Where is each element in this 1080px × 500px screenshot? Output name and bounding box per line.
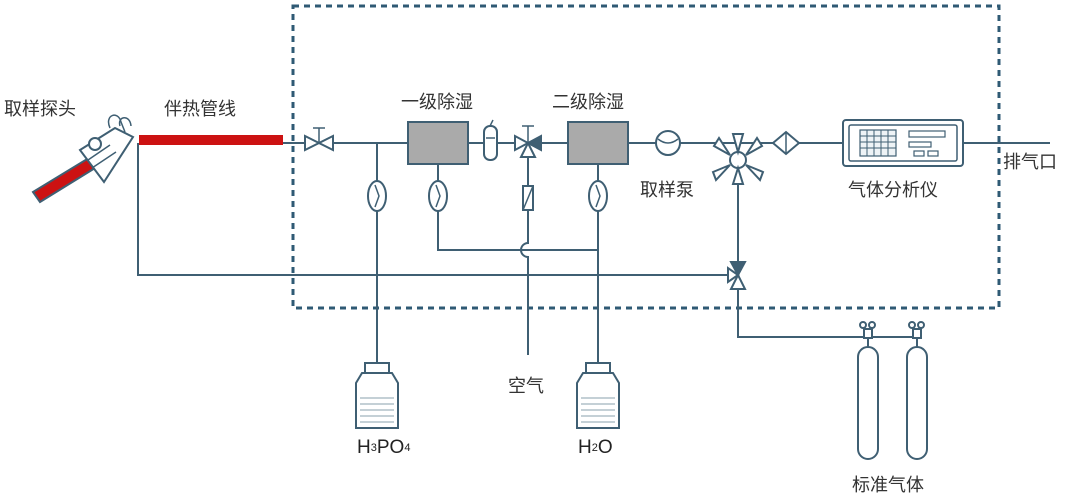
air-flow-restrictor [522,185,534,211]
air-three-way-valve [514,125,542,158]
gas-analyzer-label: 气体分析仪 [848,180,938,201]
standard-gas-label: 标准气体 [852,475,924,496]
exhaust-label: 排气口 [1003,152,1057,173]
probe-label: 取样探头 [4,99,76,120]
air-line [520,143,529,355]
standard-gas-cylinder-2 [906,321,928,460]
bypass-line [137,143,728,276]
water-label: H2O [578,437,613,458]
sample-pump-label: 取样泵 [640,180,694,201]
stage2-dehumidify-label: 二级除湿 [552,92,624,113]
heated-line [139,135,283,145]
selector-valve-icon [711,133,765,185]
phosphoric-acid-label: H3PO4 [357,437,410,458]
sampling-probe [31,114,135,204]
gas-analyzer [842,119,964,167]
filter-tube [483,119,498,161]
standard-gas-cylinder-1 [857,321,879,460]
standard-gas-line [737,330,869,347]
acid-pump-icon [367,180,387,212]
stage1-dehumidify-label: 一级除湿 [401,92,473,113]
stage2-dehumidifier [567,121,629,165]
condensate-pump-1-icon [428,180,448,212]
stage1-dehumidifier [407,121,469,165]
inlet-valve [304,127,334,152]
enclosure-dashed-box [291,4,1001,310]
water-bottle [576,362,620,429]
condensate-drain-line-1 [437,165,598,251]
heated-line-label: 伴热管线 [164,99,236,120]
calibration-three-way-valve [727,261,747,290]
sample-pump-icon [655,130,681,156]
air-label: 空气 [508,376,544,397]
acid-bottle [355,362,399,429]
fine-filter-icon [771,130,801,156]
condensate-pump-2-icon [588,180,608,212]
